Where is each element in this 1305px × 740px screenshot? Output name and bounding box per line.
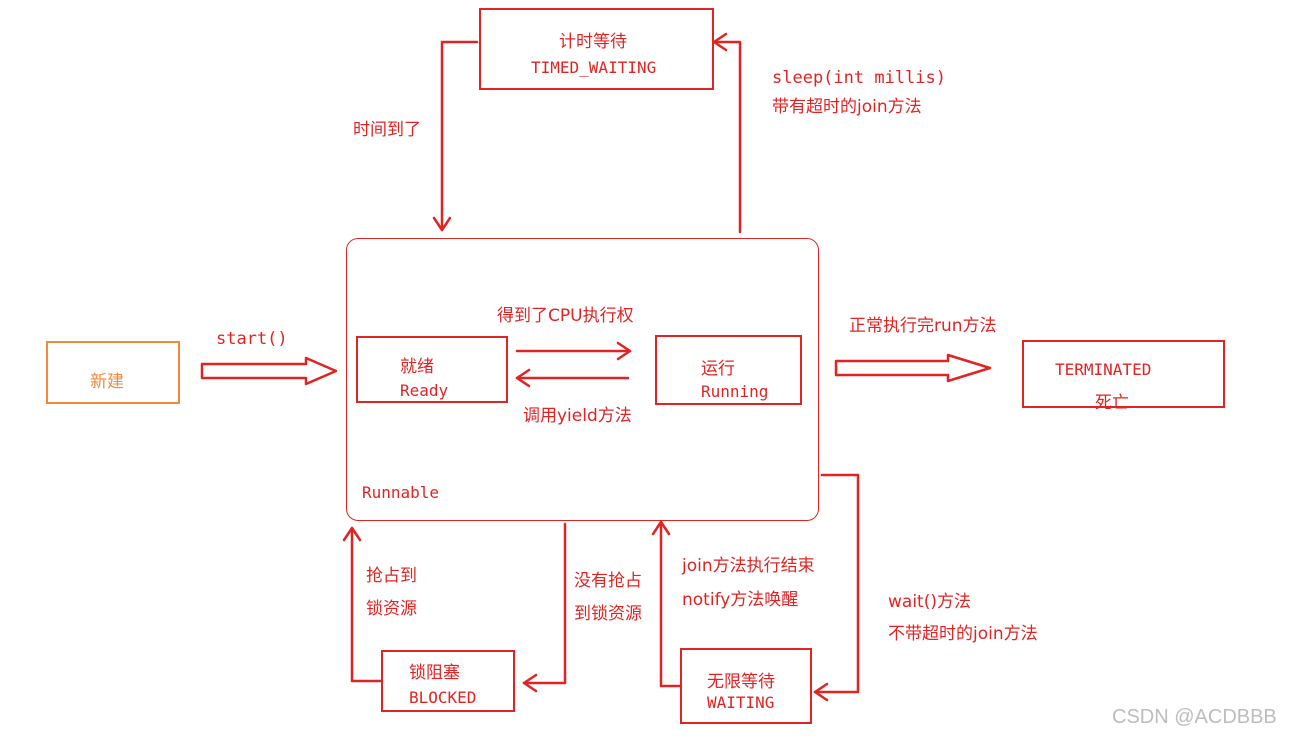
runnable-label: Runnable (362, 483, 440, 502)
terminated-cn: 死亡 (1095, 393, 1129, 413)
timed-waiting-en: TIMED_WAITING (531, 58, 657, 77)
label-sleep-1: sleep(int millis) (772, 68, 946, 88)
arrow-runnable-to-blocked (522, 522, 567, 685)
label-no-lock-2: 到锁资源 (574, 604, 642, 624)
arrowhead-timeout (432, 216, 452, 232)
state-blocked: 锁阻塞 BLOCKED (381, 650, 515, 712)
state-new: 新建 (46, 341, 180, 404)
runnable-container (346, 238, 819, 521)
ready-en: Ready (400, 381, 449, 400)
label-wait-2: 不带超时的join方法 (888, 624, 1038, 644)
blocked-en: BLOCKED (409, 688, 477, 707)
arrow-runnable-to-waiting (813, 473, 860, 694)
arrow-timeout-to-runnable (440, 40, 479, 232)
running-cn: 运行 (701, 359, 735, 379)
arrow-runnable-to-timed (712, 40, 742, 234)
running-en: Running (701, 382, 769, 401)
ready-cn: 就绪 (400, 357, 434, 377)
label-no-lock-1: 没有抢占 (574, 571, 642, 591)
label-got-lock-1: 抢占到 (366, 566, 417, 586)
state-terminated: TERMINATED 死亡 (1022, 340, 1225, 413)
arrow-waiting-to-runnable (659, 520, 682, 688)
arrowhead-blocked-in (522, 673, 538, 693)
label-timeout-up: 时间到了 (353, 120, 421, 140)
label-wait-1: wait()方法 (888, 592, 971, 612)
arrow-terminate (834, 353, 992, 383)
timed-waiting-cn: 计时等待 (559, 32, 627, 52)
label-sleep-2: 带有超时的join方法 (772, 97, 922, 117)
state-timed-waiting: 计时等待 TIMED_WAITING (479, 8, 714, 90)
blocked-cn: 锁阻塞 (409, 663, 460, 683)
state-waiting: 无限等待 WAITING (680, 648, 812, 724)
terminated-en: TERMINATED (1055, 360, 1152, 379)
label-notify: notify方法唤醒 (682, 590, 799, 610)
arrowhead-blocked-up (342, 526, 362, 542)
waiting-en: WAITING (707, 693, 775, 712)
arrowhead-waiting-in (813, 682, 829, 702)
label-run-done: 正常执行完run方法 (849, 316, 997, 336)
label-got-lock-2: 锁资源 (366, 599, 417, 619)
label-join-done: join方法执行结束 (682, 556, 815, 576)
state-running: 运行 Running (655, 335, 802, 405)
arrowhead-waiting-up (651, 520, 671, 536)
label-got-cpu: 得到了CPU执行权 (497, 306, 634, 326)
arrow-start (200, 356, 338, 386)
label-start: start() (216, 329, 288, 349)
arrowhead-ready (515, 368, 531, 388)
watermark: CSDN @ACDBBB (1112, 706, 1277, 728)
state-ready: 就绪 Ready (356, 336, 508, 403)
waiting-cn: 无限等待 (707, 672, 775, 692)
state-new-label: 新建 (90, 372, 124, 392)
arrowhead-timed (712, 32, 728, 52)
arrow-blocked-to-runnable (350, 526, 383, 683)
label-yield: 调用yield方法 (523, 406, 632, 426)
arrowhead-running (616, 341, 632, 361)
